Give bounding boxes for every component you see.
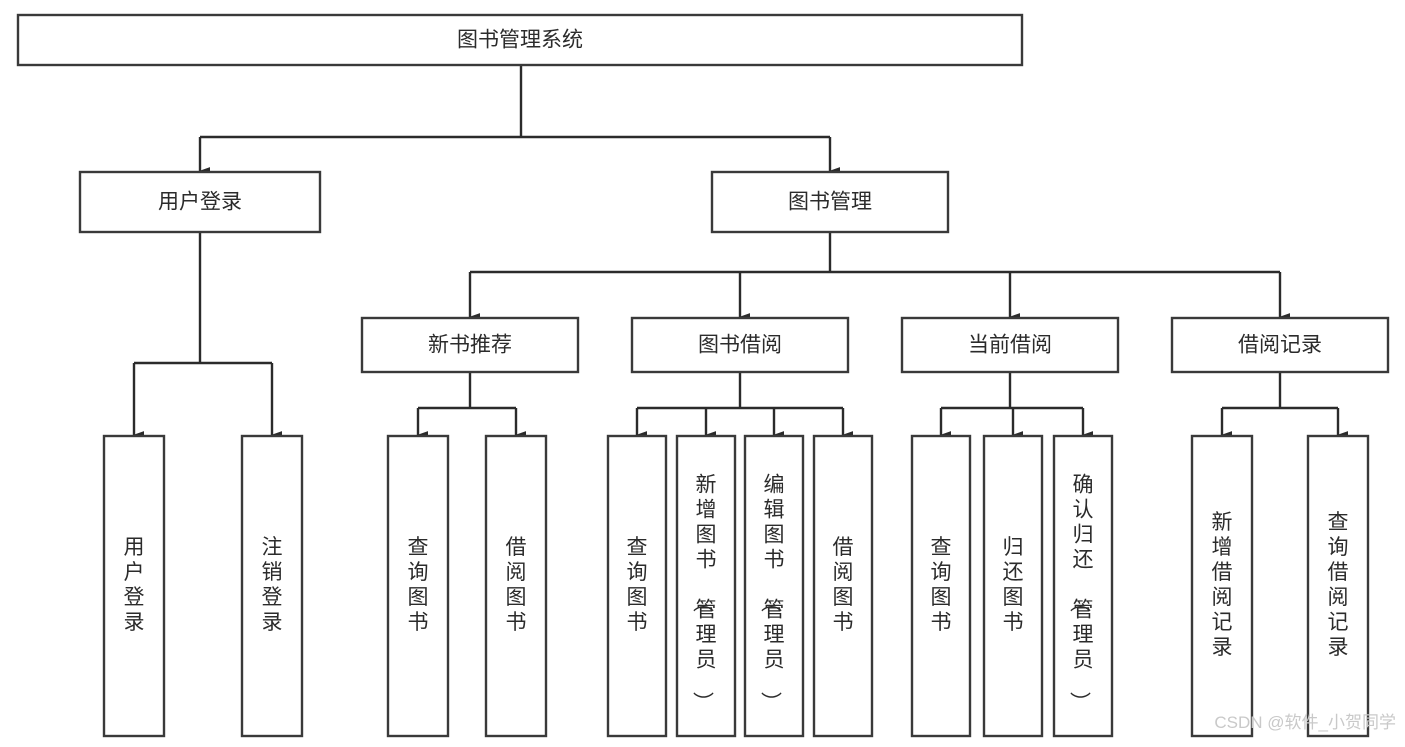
connector-group-borrow-record: [1220, 372, 1348, 439]
node-leaf-return-book[interactable]: 归还图书: [982, 434, 1044, 738]
connectors-layer: [132, 65, 1348, 439]
node-label-leaf-query-record: 查询借阅记录: [1328, 511, 1349, 659]
connector-group-book-borrow: [635, 372, 853, 439]
connector-group-new-book-rec: [416, 372, 526, 439]
node-box-leaf-query-book-cb[interactable]: [910, 434, 972, 738]
node-label-leaf-query-book-cb: 查询图书: [931, 536, 952, 634]
node-box-leaf-confirm-return[interactable]: [1052, 434, 1114, 738]
node-label-borrow-record: 借阅记录: [1238, 334, 1322, 357]
node-leaf-confirm-return[interactable]: 确认归还（管理员）: [1052, 434, 1114, 738]
node-box-leaf-borrow-book-bb[interactable]: [812, 434, 874, 738]
node-label-book-manage: 图书管理: [788, 191, 872, 214]
node-box-book-manage[interactable]: [710, 170, 950, 234]
node-box-user-login[interactable]: [78, 170, 322, 234]
node-box-leaf-query-record[interactable]: [1306, 434, 1370, 738]
node-box-leaf-borrow-book-rec[interactable]: [484, 434, 548, 738]
nodes-layer: 图书管理系统用户登录图书管理新书推荐图书借阅当前借阅借阅记录用户登录注销登录查询…: [16, 13, 1390, 738]
node-box-borrow-record[interactable]: [1170, 316, 1390, 374]
node-root[interactable]: 图书管理系统: [16, 13, 1024, 67]
node-label-leaf-logout: 注销登录: [262, 536, 283, 634]
node-label-leaf-query-book-bb: 查询图书: [627, 536, 648, 634]
node-box-leaf-edit-book[interactable]: [743, 434, 805, 738]
node-box-leaf-add-record[interactable]: [1190, 434, 1254, 738]
node-label-user-login: 用户登录: [158, 191, 242, 214]
node-box-current-borrow[interactable]: [900, 316, 1120, 374]
node-label-leaf-edit-book: 编辑图书（管理员）: [759, 473, 785, 712]
node-book-borrow[interactable]: 图书借阅: [630, 316, 850, 374]
node-label-leaf-borrow-book-bb: 借阅图书: [833, 536, 854, 634]
node-leaf-add-record[interactable]: 新增借阅记录: [1190, 434, 1254, 738]
node-leaf-user-login[interactable]: 用户登录: [102, 434, 166, 738]
node-leaf-borrow-book-bb[interactable]: 借阅图书: [812, 434, 874, 738]
node-label-leaf-user-login: 用户登录: [124, 536, 145, 634]
connector-group-root: [198, 65, 840, 175]
node-box-new-book-rec[interactable]: [360, 316, 580, 374]
node-box-book-borrow[interactable]: [630, 316, 850, 374]
node-label-root: 图书管理系统: [457, 29, 583, 52]
node-leaf-edit-book[interactable]: 编辑图书（管理员）: [743, 434, 805, 738]
node-label-leaf-confirm-return: 确认归还（管理员）: [1068, 473, 1094, 712]
node-leaf-logout[interactable]: 注销登录: [240, 434, 304, 738]
node-box-leaf-return-book[interactable]: [982, 434, 1044, 738]
connector-group-user-login: [132, 232, 282, 439]
node-borrow-record[interactable]: 借阅记录: [1170, 316, 1390, 374]
node-leaf-query-book-cb[interactable]: 查询图书: [910, 434, 972, 738]
node-new-book-rec[interactable]: 新书推荐: [360, 316, 580, 374]
node-box-root[interactable]: [16, 13, 1024, 67]
node-label-current-borrow: 当前借阅: [968, 334, 1052, 357]
connector-group-current-borrow: [939, 372, 1093, 439]
node-leaf-add-book[interactable]: 新增图书（管理员）: [675, 434, 737, 738]
node-book-manage[interactable]: 图书管理: [710, 170, 950, 234]
node-leaf-query-book-bb[interactable]: 查询图书: [606, 434, 668, 738]
node-label-book-borrow: 图书借阅: [698, 334, 782, 357]
node-box-leaf-query-book-bb[interactable]: [606, 434, 668, 738]
node-label-leaf-add-book: 新增图书（管理员）: [691, 473, 717, 712]
node-current-borrow[interactable]: 当前借阅: [900, 316, 1120, 374]
node-label-leaf-return-book: 归还图书: [1003, 536, 1024, 634]
node-label-leaf-add-record: 新增借阅记录: [1212, 511, 1233, 659]
node-box-leaf-query-book-rec[interactable]: [386, 434, 450, 738]
node-box-leaf-add-book[interactable]: [675, 434, 737, 738]
node-user-login[interactable]: 用户登录: [78, 170, 322, 234]
node-label-new-book-rec: 新书推荐: [428, 334, 512, 357]
node-leaf-borrow-book-rec[interactable]: 借阅图书: [484, 434, 548, 738]
node-label-leaf-query-book-rec: 查询图书: [408, 536, 429, 634]
csdn-watermark: CSDN @软件_小贺同学: [1214, 713, 1396, 732]
node-label-leaf-borrow-book-rec: 借阅图书: [506, 536, 527, 634]
node-leaf-query-book-rec[interactable]: 查询图书: [386, 434, 450, 738]
node-box-leaf-user-login[interactable]: [102, 434, 166, 738]
node-leaf-query-record[interactable]: 查询借阅记录: [1306, 434, 1370, 738]
node-box-leaf-logout[interactable]: [240, 434, 304, 738]
connector-group-book-manage: [468, 232, 1290, 321]
